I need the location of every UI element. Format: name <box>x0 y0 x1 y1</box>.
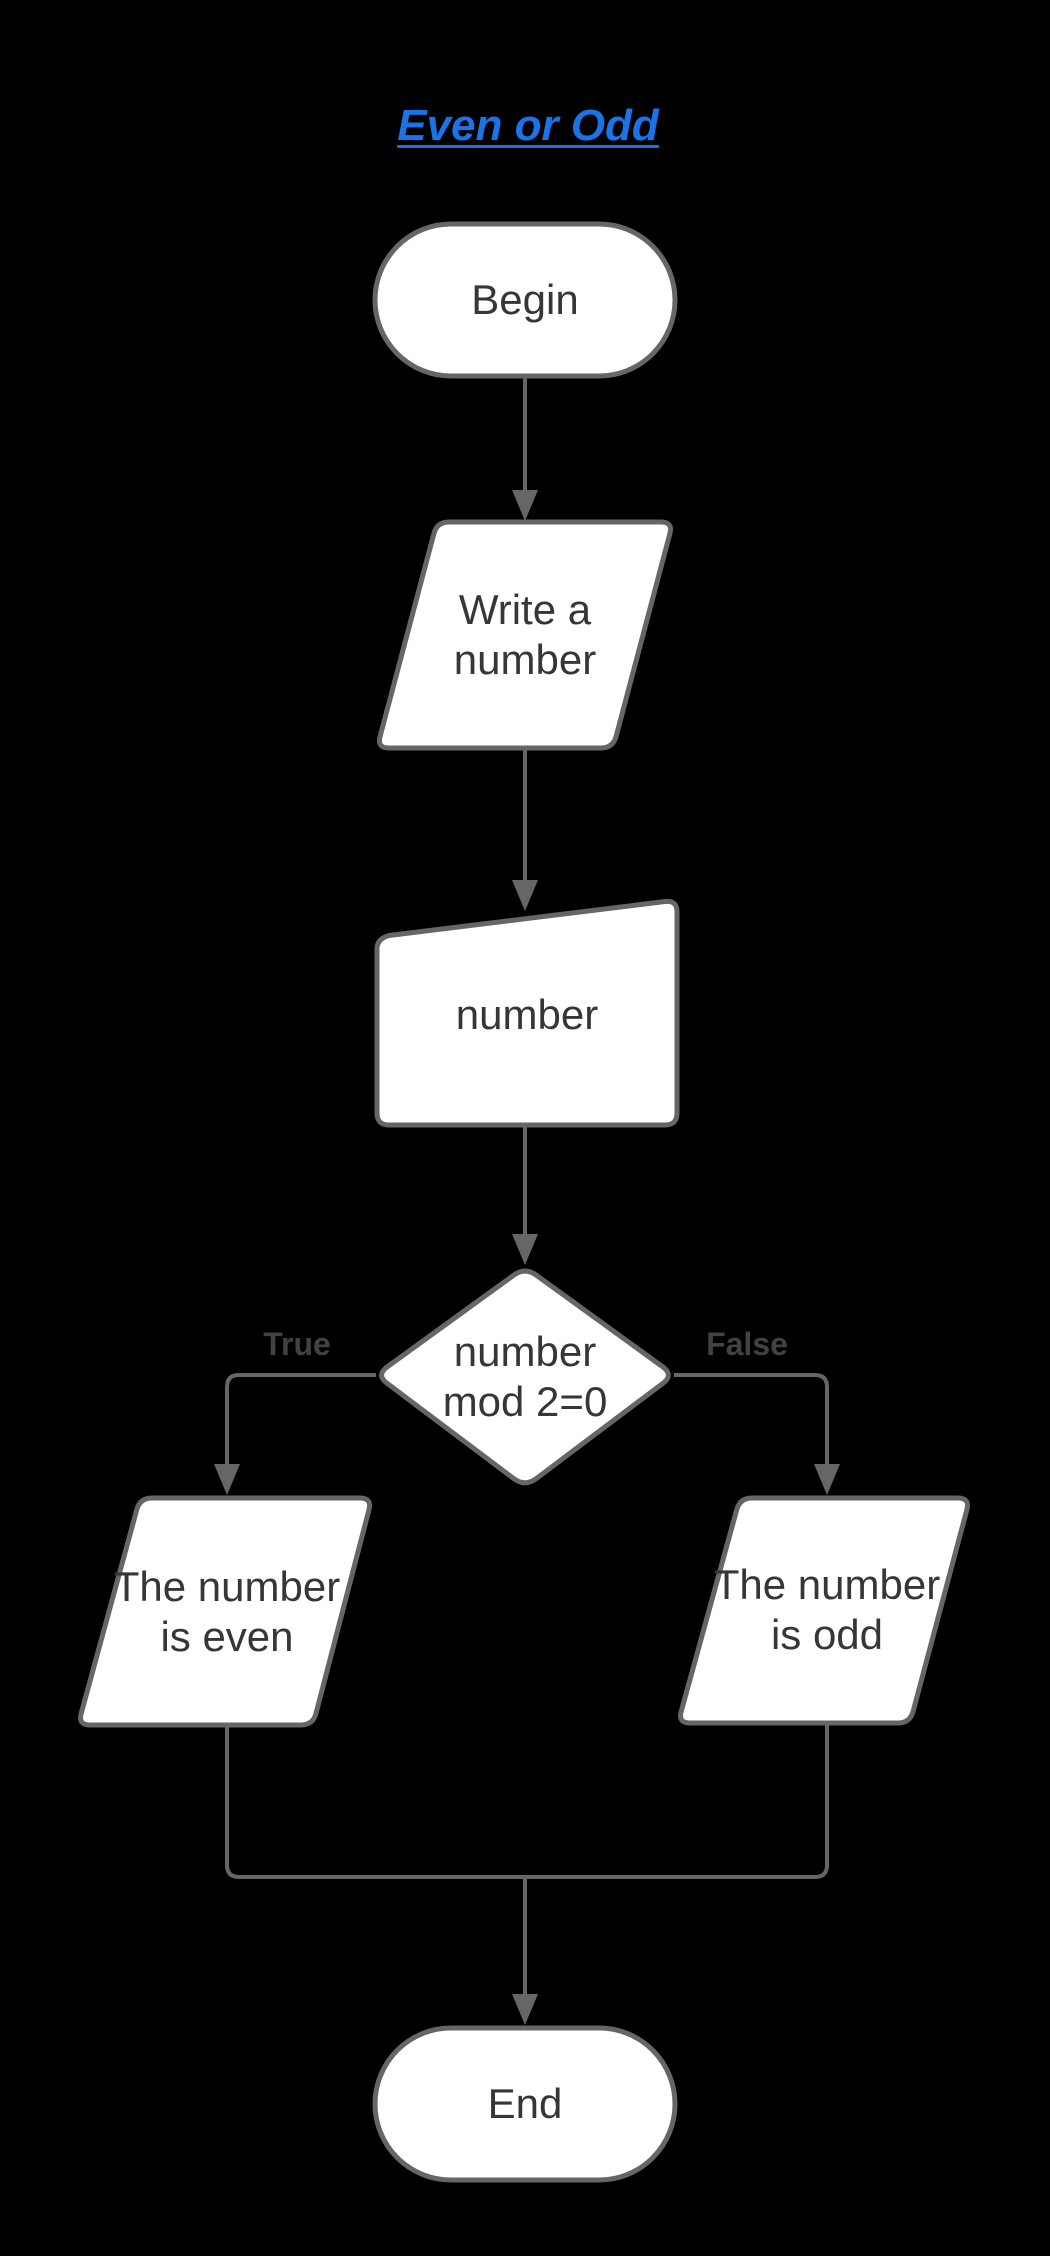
arrowhead-write-to-number <box>512 880 538 911</box>
arrowhead-merge-to-end <box>512 1994 538 2025</box>
begin-node-label: Begin <box>471 276 579 324</box>
write-number-node-label: Write a number <box>453 586 597 683</box>
odd-result-parallelogram-shape <box>678 1495 971 1726</box>
end-terminator-shape <box>372 2025 678 2183</box>
true-branch-label: True <box>263 1325 331 1362</box>
odd-result-node-label: The number is odd <box>713 1560 941 1658</box>
end-node-label: End <box>487 2080 563 2128</box>
arrowhead-number-to-decision <box>512 1234 538 1265</box>
even-result-node-label: The number is even <box>113 1562 341 1660</box>
false-branch-label: False <box>706 1325 788 1362</box>
edge-odd-to-merge <box>525 1723 829 1879</box>
arrowhead-decision-false <box>814 1464 840 1495</box>
arrowhead-decision-true <box>214 1464 240 1495</box>
edge-even-to-merge <box>225 1725 525 1879</box>
begin-terminator-shape <box>372 221 678 379</box>
edge-decision-false <box>674 1373 829 1465</box>
decision-node-label: number mod 2=0 <box>442 1328 608 1425</box>
decision-diamond-shape <box>379 1268 671 1486</box>
connectors <box>214 376 840 2025</box>
edge-decision-true <box>225 1373 376 1465</box>
arrowhead-begin-to-write <box>512 490 538 521</box>
write-number-parallelogram-shape <box>376 519 674 751</box>
diagram-title-link[interactable]: Even or Odd <box>397 101 659 150</box>
even-result-parallelogram-shape <box>78 1495 373 1728</box>
number-input-node-label: number <box>455 990 599 1038</box>
number-manual-input-shape <box>374 898 680 1128</box>
